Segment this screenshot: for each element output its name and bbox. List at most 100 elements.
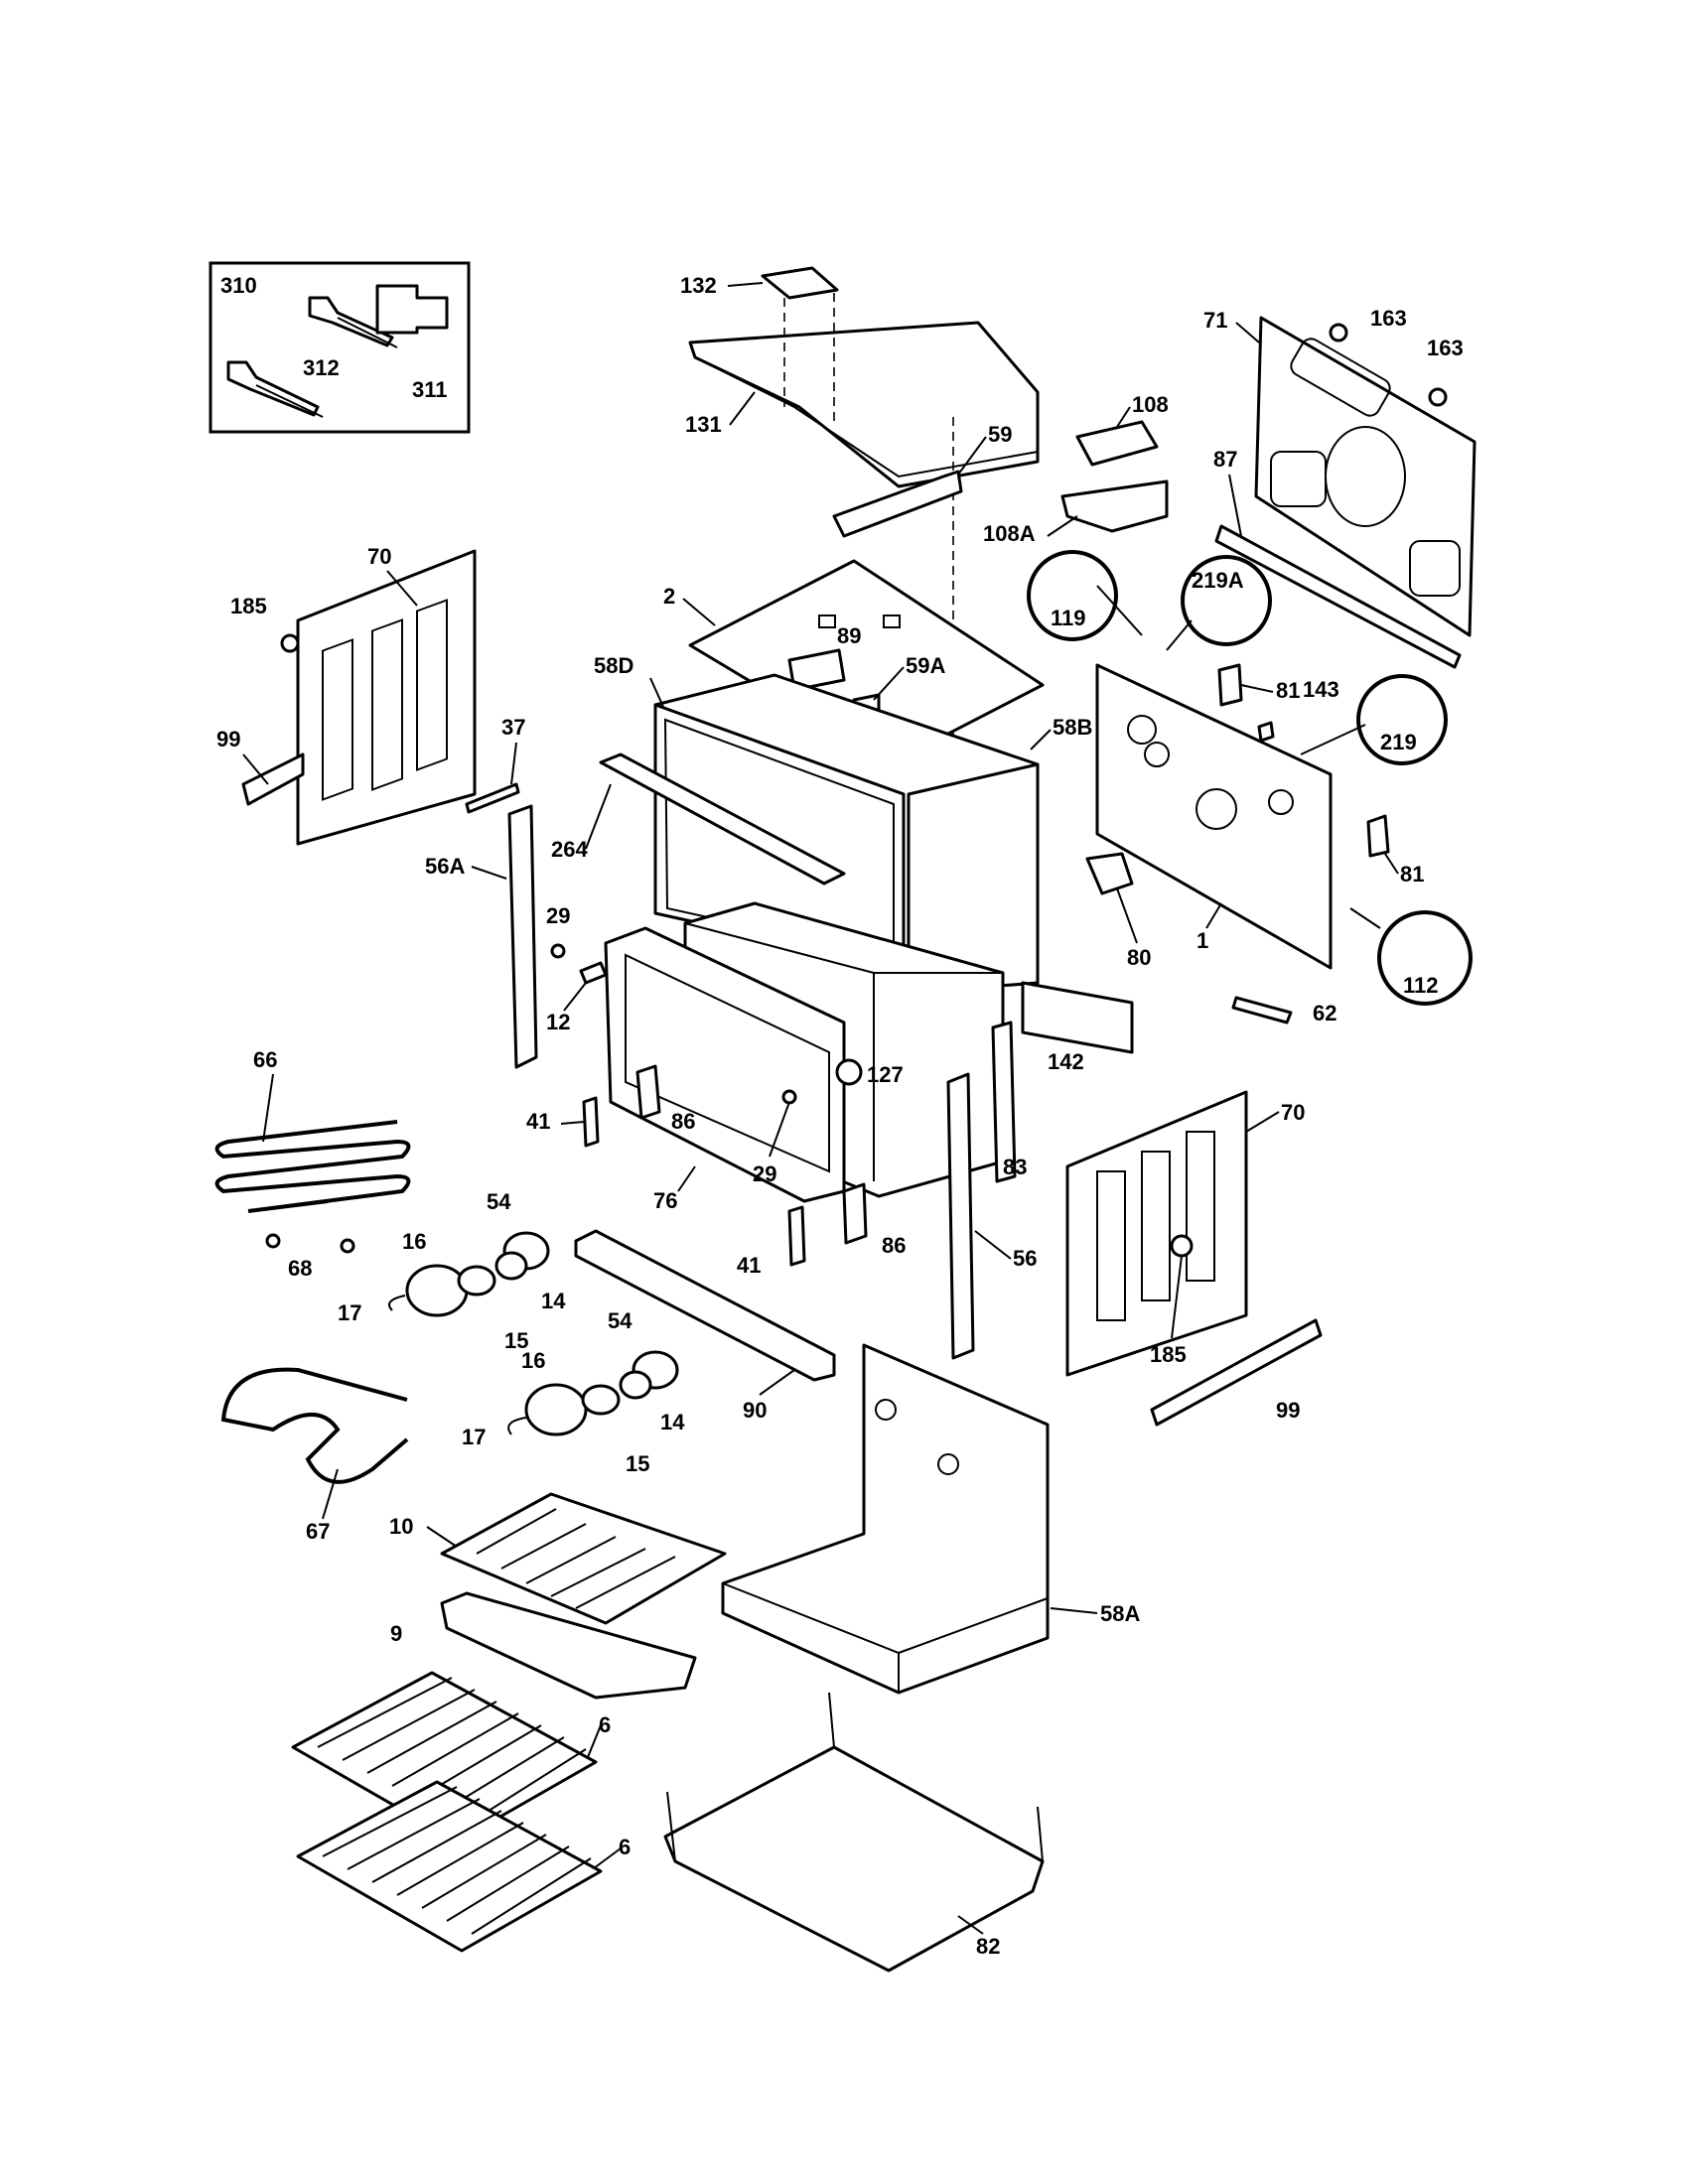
callout-62: 62 <box>1313 1001 1336 1025</box>
callout-56: 56 <box>1013 1246 1037 1271</box>
part-29-screw-a <box>550 943 566 959</box>
callout-185b: 185 <box>1150 1342 1187 1367</box>
callout-83: 83 <box>1003 1155 1027 1179</box>
callout-29b: 29 <box>753 1161 776 1186</box>
part-1-control-bracket <box>1095 663 1333 970</box>
callout-59: 59 <box>988 422 1012 447</box>
part-264-frame <box>599 752 846 886</box>
callout-132: 132 <box>680 273 717 298</box>
callout-81a: 81 <box>1276 678 1300 703</box>
callout-58B: 58B <box>1053 715 1092 740</box>
part-99-bracket-a <box>241 752 305 806</box>
callout-86b: 86 <box>882 1233 906 1258</box>
callout-6a: 6 <box>599 1712 611 1737</box>
callout-68: 68 <box>288 1256 312 1281</box>
part-12 <box>579 961 608 985</box>
part-86-hinge-b <box>842 1182 868 1245</box>
callout-17a: 17 <box>338 1300 361 1325</box>
callout-17b: 17 <box>462 1425 486 1449</box>
callout-163b: 163 <box>1427 336 1464 360</box>
callout-54b: 54 <box>608 1308 633 1333</box>
part-87-rail <box>1214 524 1462 669</box>
part-112-circle <box>1377 910 1473 1006</box>
callout-2: 2 <box>663 584 675 609</box>
callout-112: 112 <box>1403 973 1439 998</box>
part-86-hinge-a <box>635 1064 661 1120</box>
part-15-bulb-b <box>581 1384 621 1416</box>
callout-70b: 70 <box>1281 1100 1305 1125</box>
callout-58A: 58A <box>1100 1601 1140 1626</box>
part-16-lens-a <box>405 1264 469 1317</box>
part-81-clip-a <box>1217 663 1243 707</box>
part-56-strip <box>946 1072 975 1360</box>
callout-37: 37 <box>501 715 525 740</box>
part-29-screw-b <box>781 1089 797 1105</box>
part-67-broil-element <box>220 1367 409 1484</box>
callout-311: 311 <box>412 377 448 402</box>
callout-56A: 56A <box>425 854 465 879</box>
inset-box-310 <box>209 261 471 434</box>
part-108 <box>1075 420 1159 467</box>
part-17-wire-a <box>388 1295 406 1311</box>
callout-127: 127 <box>867 1062 904 1087</box>
callout-59A: 59A <box>906 653 945 678</box>
callout-108A: 108A <box>983 521 1036 546</box>
callout-54a: 54 <box>487 1189 511 1214</box>
part-185-nut-a <box>280 633 300 653</box>
callout-14a: 14 <box>541 1289 566 1313</box>
callout-70a: 70 <box>367 544 391 569</box>
part-16-lens-b <box>524 1383 588 1436</box>
callout-66: 66 <box>253 1047 277 1072</box>
part-15-bulb-a <box>457 1265 496 1297</box>
part-41-hinge-b <box>787 1205 806 1267</box>
callout-16b: 16 <box>521 1348 545 1373</box>
callout-264: 264 <box>551 837 588 862</box>
callout-99a: 99 <box>216 727 240 751</box>
part-56A-strip <box>507 804 538 1069</box>
callout-81b: 81 <box>1400 862 1424 887</box>
part-142-rail <box>1021 981 1134 1054</box>
callout-29a: 29 <box>546 903 570 928</box>
part-163-nut-a <box>1329 323 1348 342</box>
callout-15b: 15 <box>626 1451 649 1476</box>
callout-312: 312 <box>303 355 340 380</box>
callout-86a: 86 <box>671 1109 695 1134</box>
part-81-clip-b <box>1366 814 1390 858</box>
part-10-broil-grid <box>440 1492 727 1625</box>
part-62-terminal <box>1231 996 1293 1024</box>
callout-310: 310 <box>220 273 257 298</box>
part-58A-oven-liner <box>721 1343 1050 1695</box>
part-66-bake-element <box>214 1120 411 1213</box>
callout-82: 82 <box>976 1934 1000 1959</box>
callout-90: 90 <box>743 1398 767 1423</box>
callout-219: 219 <box>1380 730 1417 754</box>
callout-58D: 58D <box>594 653 633 678</box>
part-14-ring-b <box>619 1370 652 1400</box>
callout-71: 71 <box>1203 308 1227 333</box>
callout-41b: 41 <box>737 1253 761 1278</box>
callout-12: 12 <box>546 1010 570 1034</box>
part-9-broil-pan <box>440 1591 697 1700</box>
callout-131: 131 <box>685 412 722 437</box>
callout-108: 108 <box>1132 392 1169 417</box>
callout-15a: 15 <box>504 1328 528 1353</box>
callout-89: 89 <box>837 623 861 648</box>
callout-80: 80 <box>1127 945 1151 970</box>
callout-87: 87 <box>1213 447 1237 472</box>
part-70-right-panel <box>1065 1090 1248 1377</box>
part-80 <box>1085 852 1134 895</box>
part-90-front-rail <box>574 1229 836 1382</box>
part-143 <box>1257 721 1275 743</box>
part-41-hinge-a <box>582 1096 600 1148</box>
callout-14b: 14 <box>660 1410 685 1434</box>
callout-185a: 185 <box>230 594 267 618</box>
callout-9: 9 <box>390 1621 402 1646</box>
part-83 <box>991 1021 1017 1183</box>
callout-142: 142 <box>1048 1049 1084 1074</box>
part-6-rack-b <box>296 1780 603 1953</box>
part-71-rear-panel <box>1254 316 1477 637</box>
part-68-screw-b <box>340 1238 355 1254</box>
part-14-ring-a <box>494 1251 528 1281</box>
callout-163a: 163 <box>1370 306 1407 331</box>
